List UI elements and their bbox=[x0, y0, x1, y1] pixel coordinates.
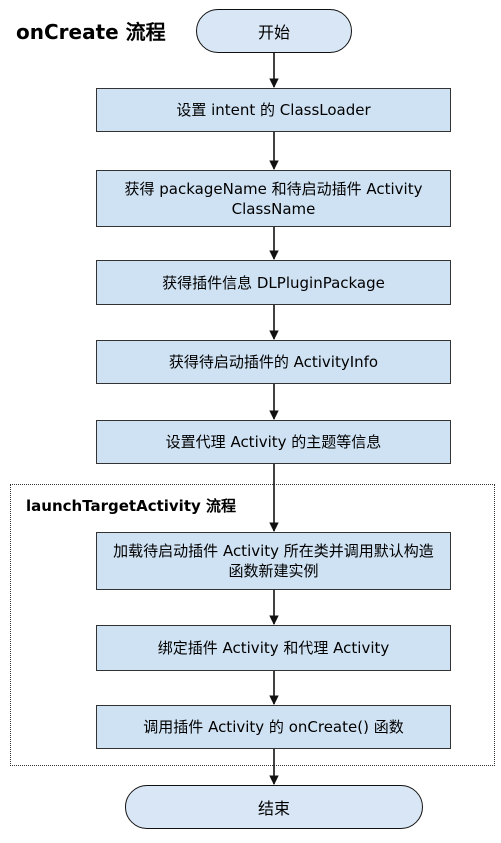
step-bind-activities: 绑定插件 Activity 和代理 Activity bbox=[96, 625, 451, 671]
step-set-proxy-theme: 设置代理 Activity 的主题等信息 bbox=[96, 420, 451, 464]
subprocess-group-frame bbox=[10, 484, 495, 766]
subprocess-title: launchTargetActivity 流程 bbox=[26, 497, 236, 515]
start-node: 开始 bbox=[196, 9, 352, 53]
step-get-plugin-package: 获得插件信息 DLPluginPackage bbox=[96, 260, 451, 305]
step-load-plugin-class: 加载待启动插件 Activity 所在类并调用默认构造函数新建实例 bbox=[96, 532, 451, 590]
diagram-title: onCreate 流程 bbox=[16, 20, 166, 44]
step-get-activity-info: 获得待启动插件的 ActivityInfo bbox=[96, 340, 451, 384]
step-call-oncreate: 调用插件 Activity 的 onCreate() 函数 bbox=[96, 705, 451, 749]
step-get-package-name: 获得 packageName 和待启动插件 Activity ClassName bbox=[96, 170, 451, 227]
end-node: 结束 bbox=[125, 785, 423, 829]
step-set-classloader: 设置 intent 的 ClassLoader bbox=[96, 88, 451, 132]
